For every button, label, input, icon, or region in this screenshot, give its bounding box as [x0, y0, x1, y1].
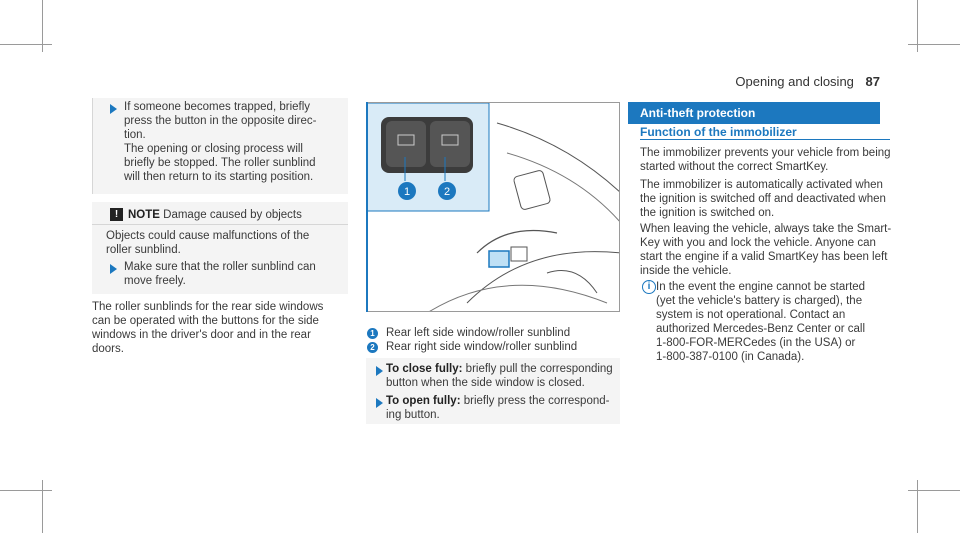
trapped-step-text: If someone becomes trapped, briefly pres…: [124, 100, 334, 184]
note-step-line: Make sure that the roller sunblind can: [124, 261, 316, 273]
open-step: To open fully: briefly press the corresp…: [386, 394, 618, 422]
p3-line: When leaving the vehicle, always take th…: [640, 223, 892, 235]
p3-line: Key with you and lock the vehicle. Anyon…: [640, 237, 876, 249]
door-illustration: 1 2: [367, 103, 619, 311]
info-line: (yet the vehicle's battery is charged), …: [656, 295, 863, 307]
callout-1: 1: [404, 186, 410, 198]
note-divider: [92, 224, 348, 225]
crop-mark: [917, 480, 918, 533]
subsection-rule: [640, 139, 890, 140]
note-body: Objects could cause malfunctions of the …: [106, 229, 342, 257]
p2-line: the ignition is switched on.: [640, 207, 775, 219]
running-header: Opening and closing 87: [735, 74, 880, 89]
note-label: NOTE: [128, 209, 160, 221]
note-body-line: roller sunblind.: [106, 244, 181, 256]
section-title-bar: Anti-theft protection: [628, 102, 880, 124]
p3-line: inside the vehicle.: [640, 265, 732, 277]
note-step-line: move freely.: [124, 275, 186, 287]
p1-line: The immobilizer prevents your vehicle fr…: [640, 147, 891, 159]
info-icon: i: [642, 280, 656, 294]
open-label: To open fully:: [386, 395, 461, 407]
legend-number: 2: [367, 342, 378, 353]
open-text-2: ing button.: [386, 409, 440, 421]
door-controls-figure: 1 2: [366, 102, 620, 312]
note-heading: NOTE Damage caused by objects: [128, 208, 302, 222]
step-arrow-icon: [110, 264, 117, 274]
crop-mark: [908, 44, 960, 45]
p3-line: start the engine if a valid SmartKey has…: [640, 251, 888, 263]
crop-mark: [0, 490, 52, 491]
immobilizer-p3: When leaving the vehicle, always take th…: [640, 222, 896, 278]
callout-2: 2: [444, 186, 450, 198]
open-text: briefly press the correspond-: [463, 395, 610, 407]
p2-line: the ignition is switched off and deactiv…: [640, 193, 886, 205]
box-divider: [92, 98, 93, 194]
immobilizer-p1: The immobilizer prevents your vehicle fr…: [640, 146, 896, 174]
para-line: can be operated with the buttons for the…: [92, 315, 319, 327]
close-text: briefly pull the corresponding: [465, 363, 613, 375]
trapped-extra-line: will then return to its starting positio…: [124, 171, 314, 183]
p2-line: The immobilizer is automatically activat…: [640, 179, 883, 191]
figure-accent-bar: [366, 102, 368, 312]
note-step: Make sure that the roller sunblind can m…: [124, 260, 344, 288]
para-line: doors.: [92, 343, 124, 355]
immobilizer-p2: The immobilizer is automatically activat…: [640, 178, 896, 220]
close-label: To close fully:: [386, 363, 463, 375]
note-title: Damage caused by objects: [163, 209, 302, 221]
step-arrow-icon: [376, 366, 383, 376]
para-line: The roller sunblinds for the rear side w…: [92, 301, 324, 313]
sunblind-paragraph: The roller sunblinds for the rear side w…: [92, 300, 352, 356]
trapped-step-box: [92, 98, 348, 194]
note-box: [92, 202, 348, 294]
crop-mark: [908, 490, 960, 491]
close-step: To close fully: briefly pull the corresp…: [386, 362, 618, 390]
warning-icon: !: [110, 208, 123, 221]
close-text-2: button when the side window is closed.: [386, 377, 585, 389]
step-arrow-icon: [110, 104, 117, 114]
crop-mark: [42, 480, 43, 533]
info-line: authorized Mercedes-Benz Center or call: [656, 323, 866, 335]
subsection-title: Function of the immobilizer: [640, 125, 797, 139]
para-line: windows in the driver's door and in the …: [92, 329, 311, 341]
trapped-extra-line: briefly be stopped. The roller sunblind: [124, 157, 316, 169]
info-line: 1-800-FOR-MERCedes (in the USA) or: [656, 337, 856, 349]
note-body-line: Objects could cause malfunctions of the: [106, 230, 310, 242]
step-arrow-icon: [376, 398, 383, 408]
legend-text: Rear right side window/roller sunblind: [386, 341, 578, 353]
section-name: Opening and closing: [735, 74, 854, 89]
trapped-step-line: If someone becomes trapped, briefly pres…: [124, 101, 317, 141]
p1-line: started without the correct SmartKey.: [640, 161, 829, 173]
info-note: In the event the engine cannot be starte…: [656, 280, 896, 364]
steps-box: [366, 358, 620, 424]
page-number: 87: [865, 74, 880, 89]
legend-text: Rear left side window/roller sunblind: [386, 327, 571, 339]
crop-mark: [42, 0, 43, 52]
crop-mark: [917, 0, 918, 52]
info-line: system is not operational. Contact an: [656, 309, 846, 321]
crop-mark: [0, 44, 52, 45]
legend-number: 1: [367, 328, 378, 339]
trapped-extra-line: The opening or closing process will: [124, 143, 303, 155]
info-line: 1-800-387-0100 (in Canada).: [656, 351, 805, 363]
info-line: In the event the engine cannot be starte…: [656, 281, 866, 293]
